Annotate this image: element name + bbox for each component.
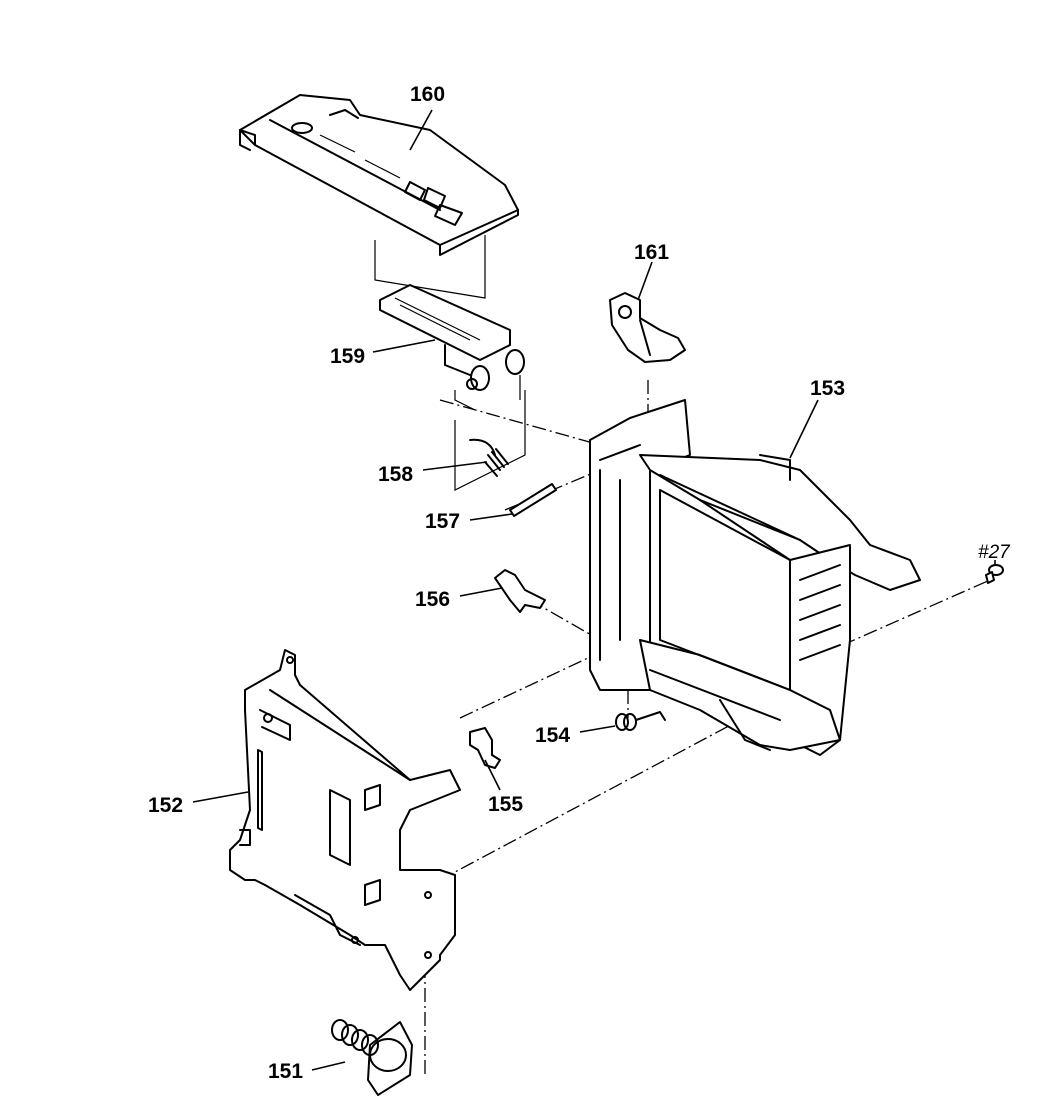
part-151-spring-cap [331, 1019, 413, 1096]
leader-lines [192, 109, 996, 1071]
leader-158 [422, 461, 488, 471]
label-159: 159 [330, 345, 365, 368]
label-161: 161 [634, 241, 669, 264]
label-160: 160 [410, 83, 445, 106]
leader-159 [372, 339, 436, 353]
label-158: 158 [378, 463, 413, 486]
part-157-pin [509, 483, 557, 517]
leader-153 [789, 399, 819, 459]
leader-156 [459, 587, 503, 597]
part-159-hinge-bracket [379, 284, 525, 411]
leader-154 [579, 725, 616, 733]
leader-157 [469, 513, 513, 521]
leader-152 [192, 791, 249, 803]
part-153-main-frame [589, 399, 921, 756]
leader-155 [484, 759, 501, 791]
label-156: 156 [415, 588, 450, 611]
part-161-bracket [609, 292, 686, 363]
part-labels: 160 161 159 153 158 157 #27 156 154 155 … [148, 83, 1011, 1083]
screw-27 [985, 564, 1004, 584]
leader-160 [409, 109, 433, 151]
label-155: 155 [488, 793, 523, 816]
label-154: 154 [535, 724, 570, 747]
part-155-clip [469, 727, 501, 769]
guide-frame-160-159 [374, 235, 486, 299]
part-158-spring [454, 390, 526, 491]
part-156-latch [494, 569, 546, 613]
leader-151 [311, 1061, 346, 1071]
leader-161 [637, 261, 653, 301]
part-160-top-cover [239, 94, 519, 256]
part-154-torsion-spring [615, 711, 666, 731]
label-151: 151 [268, 1060, 303, 1083]
part-152-rear-plate [229, 649, 461, 991]
label-screw-27: #27 [978, 542, 1011, 563]
label-157: 157 [425, 510, 460, 533]
label-152: 152 [148, 794, 183, 817]
label-153: 153 [810, 377, 845, 400]
